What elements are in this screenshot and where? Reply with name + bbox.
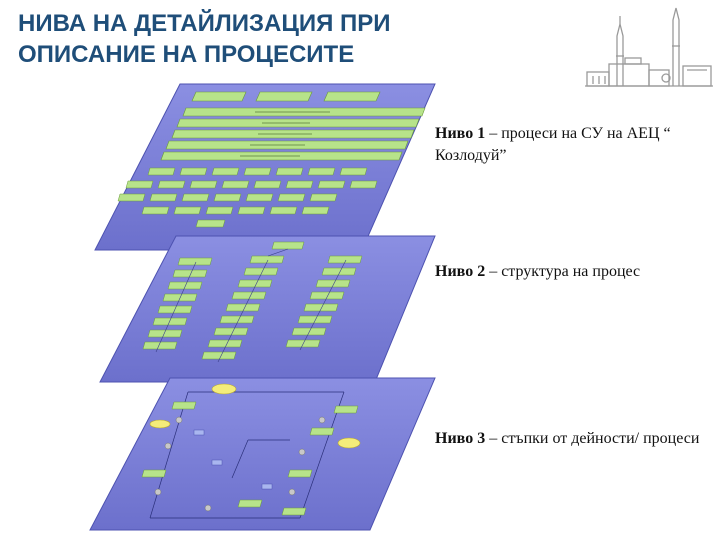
level-1-top-boxes bbox=[191, 91, 381, 102]
level-2-caption: Ниво 2 – структура на процес bbox=[435, 261, 705, 283]
slide-title-line-2: ОПИСАНИЕ НА ПРОЦЕСИТЕ bbox=[18, 41, 355, 68]
level-3-label: Ниво 3 bbox=[435, 430, 486, 447]
npp-skyline-logo-icon bbox=[585, 7, 713, 87]
level-1-bar-labels bbox=[240, 111, 330, 157]
level-1-layer bbox=[94, 83, 436, 251]
level-3-caption: Ниво 3 – стъпки от дейности/ процеси bbox=[435, 428, 705, 450]
level-3-layer bbox=[89, 377, 436, 531]
level-2-right-column bbox=[285, 255, 363, 348]
level-2-connectors bbox=[155, 248, 347, 363]
level-2-description: – структура на процес bbox=[485, 263, 641, 280]
level-3-plane bbox=[89, 377, 436, 531]
level-2-top-box bbox=[271, 241, 305, 250]
level-1-caption: Ниво 1 – процеси на СУ на АЕЦ “ Козлодуй… bbox=[435, 123, 705, 167]
level-3-activities bbox=[141, 401, 359, 516]
level-3-gateways bbox=[154, 416, 326, 512]
level-1-label: Ниво 1 bbox=[435, 125, 486, 142]
level-1-description: – процеси на СУ на АЕЦ “ Козлодуй” bbox=[435, 125, 671, 164]
level-2-left-column bbox=[142, 257, 213, 350]
level-2-middle-column bbox=[201, 255, 285, 360]
level-2-label: Ниво 2 bbox=[435, 263, 486, 280]
slide-title: НИВА НА ДЕТАЙЛИЗАЦИЯ ПРИ ОПИСАНИЕ НА ПРО… bbox=[18, 8, 498, 70]
level-3-subprocess-markers bbox=[193, 429, 273, 490]
level-2-layer bbox=[99, 235, 436, 383]
slide-title-line-1: НИВА НА ДЕТАЙЛИЗАЦИЯ ПРИ bbox=[18, 10, 391, 37]
level-1-process-grid bbox=[117, 167, 378, 228]
level-3-events bbox=[149, 383, 361, 449]
level-3-description: – стъпки от дейности/ процеси bbox=[485, 430, 700, 447]
